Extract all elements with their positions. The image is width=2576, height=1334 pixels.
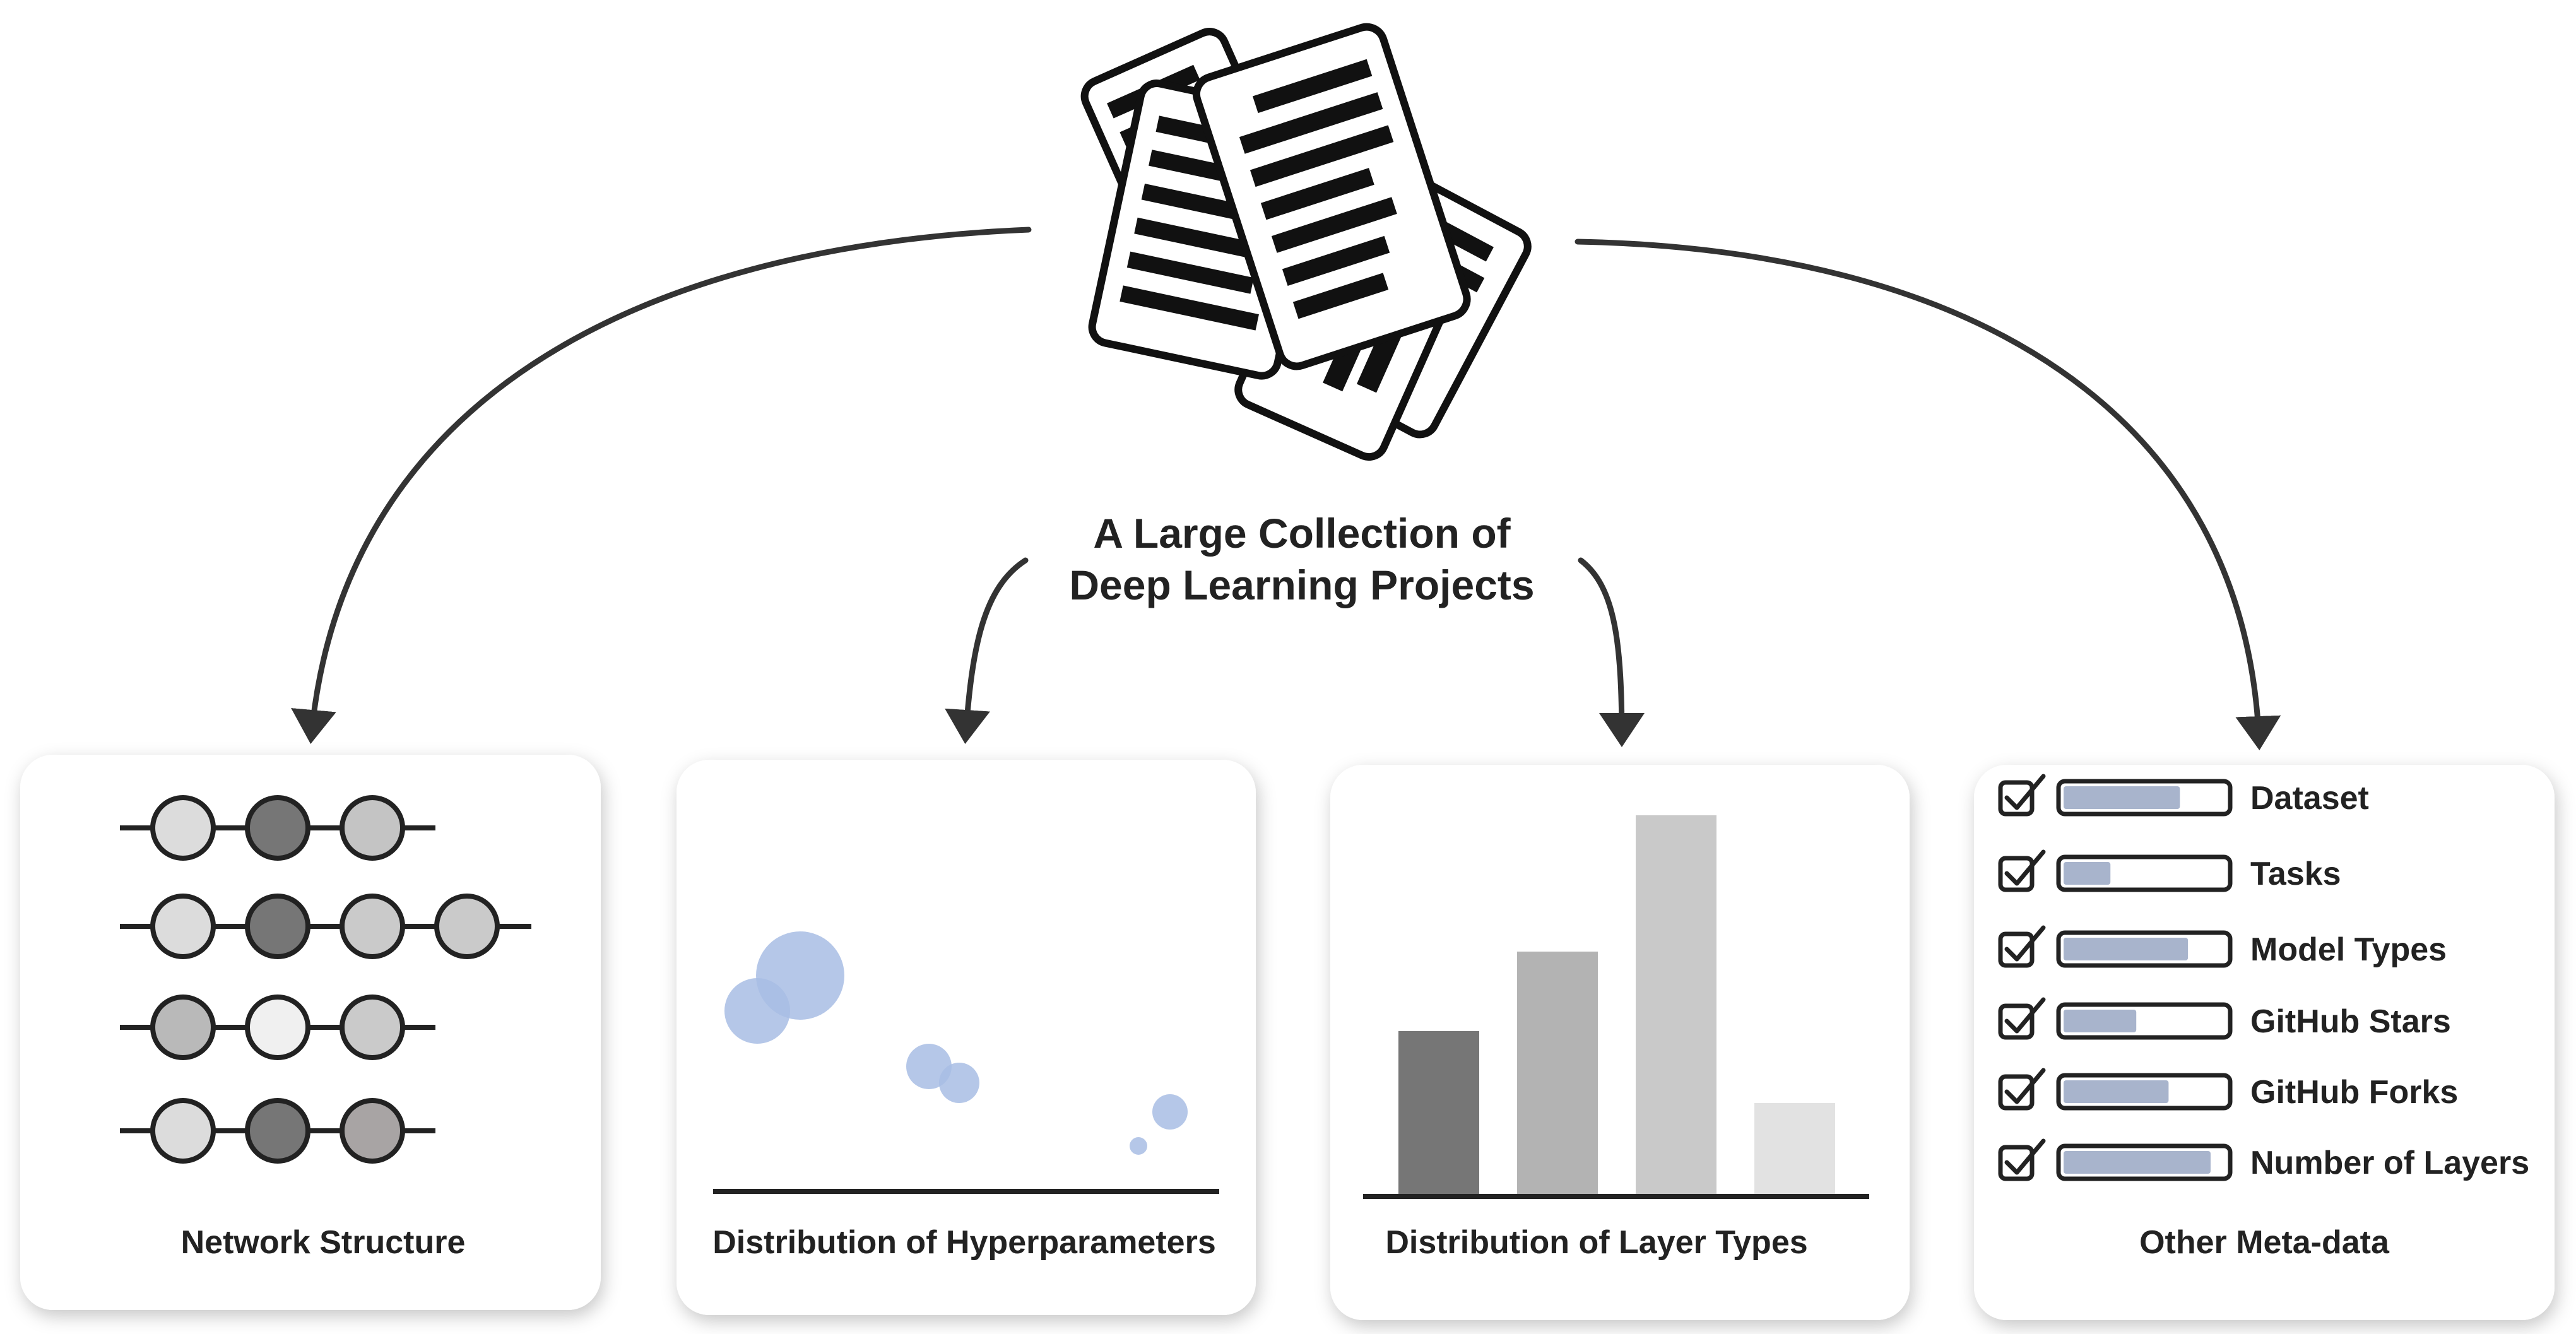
metadata-item-label: Dataset: [2250, 780, 2369, 817]
metadata-progress-bar: [2056, 854, 2233, 892]
panel-hyperparameters: [676, 760, 1256, 1315]
panel-other-metadata: [1974, 765, 2555, 1320]
checkbox-checked-icon: [1998, 774, 2046, 817]
network-structure-label: Network Structure: [181, 1224, 466, 1261]
metadata-item: Model Types: [1998, 925, 2447, 968]
metadata-item: Number of Layers: [1998, 1138, 2529, 1181]
metadata-progress-bar: [2056, 1143, 2233, 1181]
metadata-item-label: GitHub Stars: [2250, 1003, 2451, 1040]
metadata-label: Other Meta-data: [2139, 1224, 2390, 1261]
arrow-to-metadata: [1575, 239, 2281, 750]
metadata-item: GitHub Stars: [1998, 997, 2451, 1040]
layer-type-bar: [1517, 952, 1598, 1194]
hyperparameter-bubble: [1130, 1137, 1147, 1155]
metadata-progress-bar: [2056, 779, 2233, 817]
layer-type-bar: [1754, 1103, 1835, 1194]
checkbox-checked-icon: [1998, 1138, 2046, 1181]
metadata-item-label: Tasks: [2250, 856, 2341, 892]
document-stack-icon: [1080, 23, 1532, 461]
network-structure-graphic: [120, 795, 531, 1164]
layer-type-bars: [1398, 815, 1835, 1194]
hyperparameter-bubble: [939, 1063, 979, 1103]
metadata-item: Dataset: [1998, 774, 2369, 817]
arrow-to-layer-types: [1578, 557, 1645, 747]
checkbox-checked-icon: [1998, 925, 2046, 968]
metadata-item-label: GitHub Forks: [2250, 1074, 2458, 1111]
arrow-to-network: [291, 227, 1032, 744]
panel-network-structure: [20, 755, 601, 1310]
hyperparameter-bubble: [1152, 1094, 1188, 1130]
metadata-progress-bar: [2056, 1073, 2233, 1111]
arrow-to-hyperparameters: [945, 557, 1029, 744]
checkbox-checked-icon: [1998, 1068, 2046, 1111]
collection-title-line1: A Large Collection of: [1093, 510, 1511, 557]
metadata-item: Tasks: [1998, 849, 2341, 892]
metadata-progress-bar: [2056, 1002, 2233, 1040]
hyperparameter-bubble: [724, 978, 790, 1044]
metadata-progress-bar: [2056, 930, 2233, 968]
metadata-item-label: Model Types: [2250, 931, 2447, 968]
layer-type-label: Distribution of Layer Types: [1385, 1224, 1807, 1261]
collection-title-line2: Deep Learning Projects: [1069, 562, 1534, 608]
checkbox-checked-icon: [1998, 997, 2046, 1040]
hyperparameter-bubbles: [724, 931, 1188, 1155]
metadata-item-label: Number of Layers: [2250, 1145, 2529, 1181]
metadata-item: GitHub Forks: [1998, 1068, 2458, 1111]
checkbox-checked-icon: [1998, 849, 2046, 892]
layer-type-bar: [1636, 815, 1716, 1194]
hyperparameter-label: Distribution of Hyperparameters: [712, 1224, 1216, 1261]
layer-type-bar: [1398, 1031, 1479, 1194]
